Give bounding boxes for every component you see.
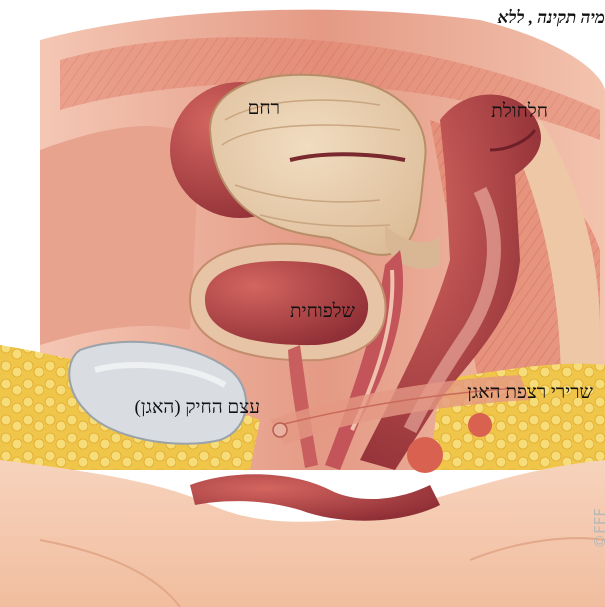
label-rectum: חלחולת xyxy=(491,102,548,121)
label-bladder: שלפוחית xyxy=(290,302,355,321)
label-pubic-bone: עצם החיק (האגן) xyxy=(135,398,261,417)
anal-sphincter xyxy=(407,437,443,473)
header-caption: מיה תקינה , ללא xyxy=(498,8,605,28)
copyright-watermark: ©FFF xyxy=(591,508,605,549)
label-pelvic-floor: שרירי רצפת האגן xyxy=(467,383,593,402)
label-uterus: רחם xyxy=(248,99,280,118)
